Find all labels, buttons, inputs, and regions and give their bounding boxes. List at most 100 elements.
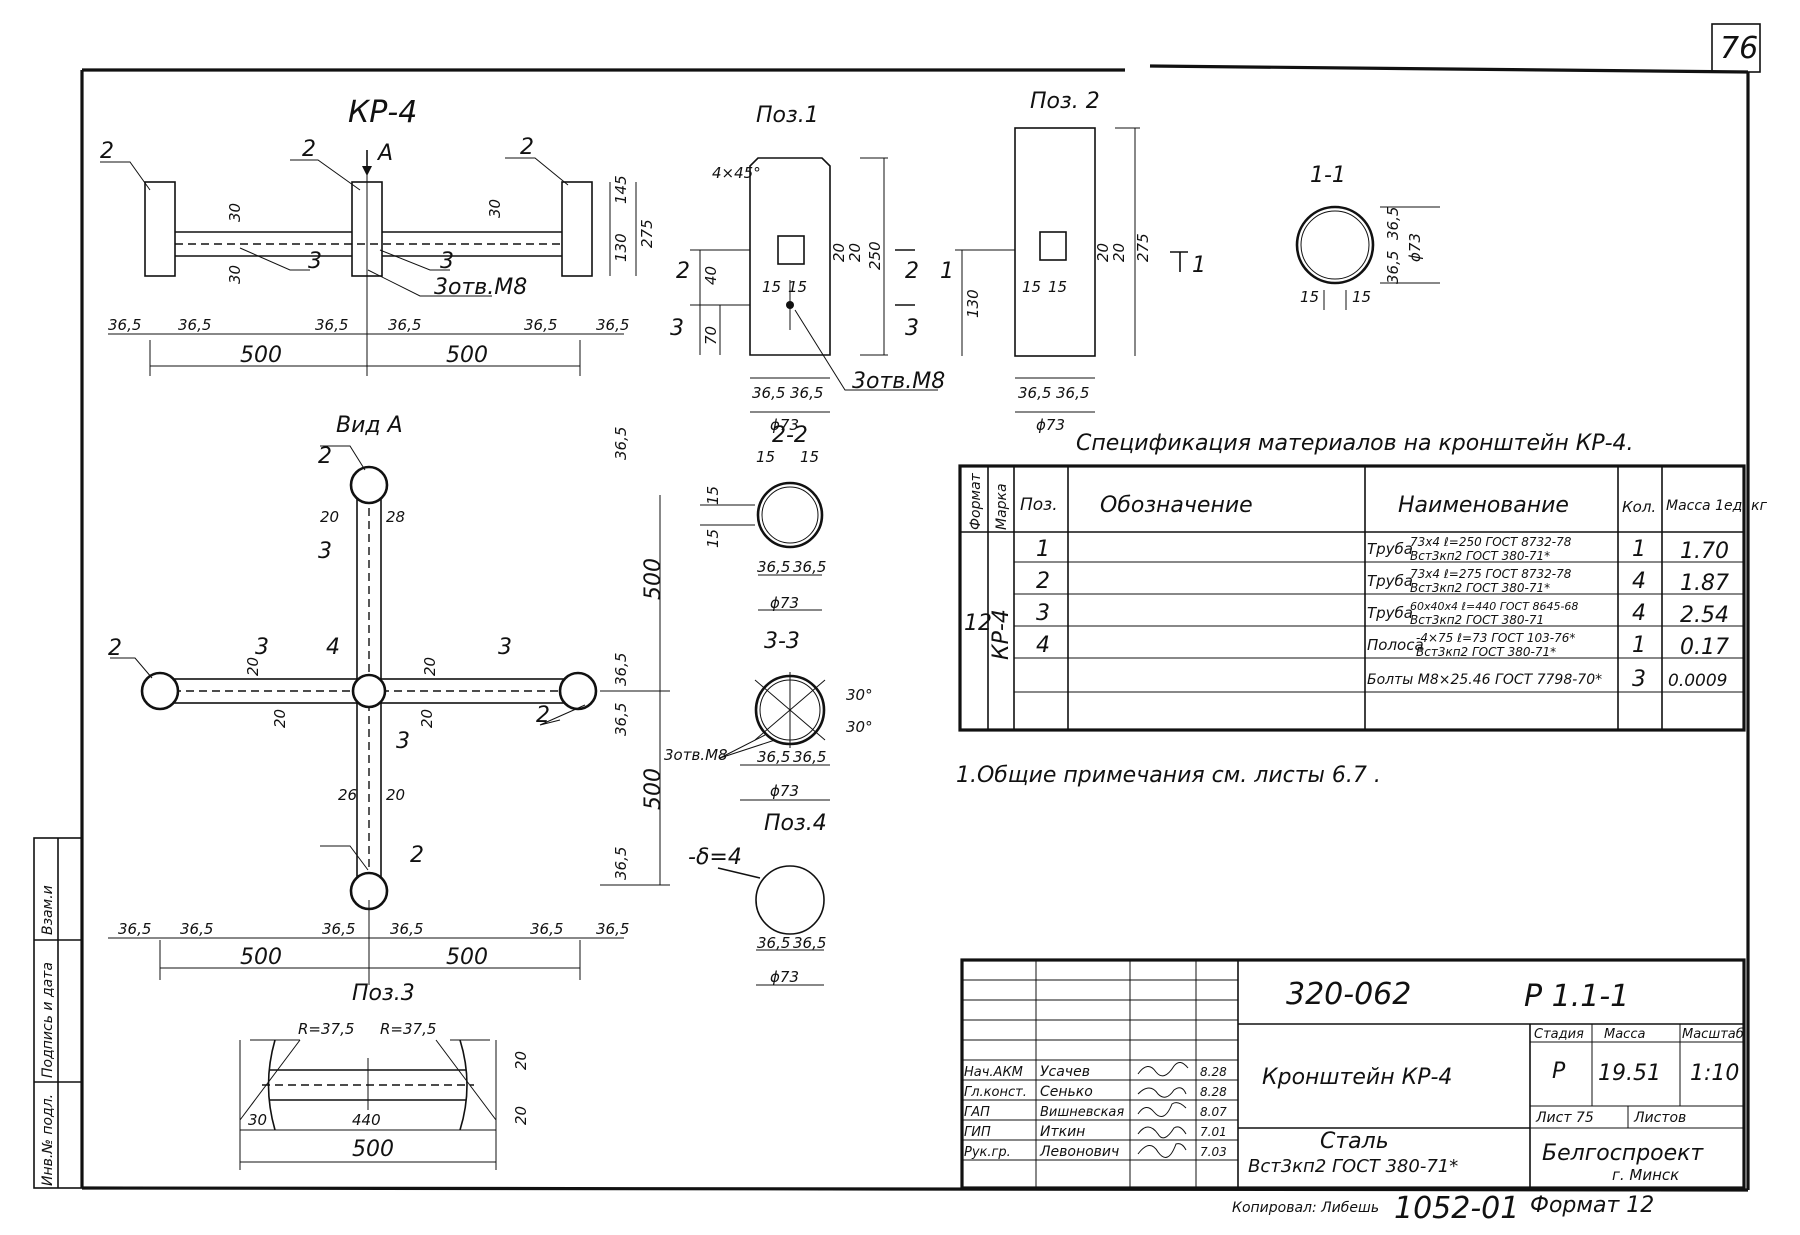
spec-row-mass: 0.0009 [1668, 671, 1727, 691]
pos1-dim-365-a: 36,5 [752, 384, 785, 402]
spec-row-pos: 3 [1036, 601, 1050, 626]
pos4-title: Поз.4 [764, 811, 827, 836]
pos2-dim-20-a: 20 [1094, 243, 1112, 262]
pos3-dim-440: 440 [352, 1111, 381, 1129]
view-a-dim-20-f: 20 [418, 709, 436, 728]
spec-header-pos: Поз. [1020, 495, 1058, 515]
kr4-hole-note: 3отв.М8 [434, 275, 527, 300]
tb-staff-role: Нач.АКМ [964, 1065, 1023, 1080]
kr4-dim-500-a: 500 [240, 343, 282, 368]
view-a-dim-365-b4: 36,5 [390, 920, 423, 938]
kr4-dim-365-c: 36,5 [315, 316, 348, 334]
tb-material-2: Вст3кп2 ГОСТ 380-71* [1248, 1156, 1458, 1177]
kr4-pos-2-mid: 2 [302, 137, 316, 162]
kr4-dim-30-c: 30 [486, 199, 504, 218]
spec-row-name-bottom: Вст3кп2 ГОСТ 380-71* [1416, 645, 1556, 659]
view-a-dim-365-b3: 36,5 [322, 920, 355, 938]
view-a-pos-2-right: 2 [536, 703, 550, 728]
kr4-front-view [100, 150, 637, 376]
tb-staff-row: Гл.конст. Сенько 8.28 [964, 1084, 1227, 1100]
sec33-angle-b: 30° [846, 718, 873, 736]
kr4-dim-30-a: 30 [226, 203, 244, 222]
pos2-phi73: ϕ73 [1036, 416, 1065, 434]
kr4-view-a-marker: А [376, 141, 393, 166]
view-a-dim-365-mid-b: 36,5 [612, 703, 630, 736]
view-a-dim-20-c: 20 [244, 657, 262, 676]
spec-row-name-bottom: Вст3кп2 ГОСТ 380-71* [1410, 549, 1550, 563]
sec33-dim-365-b: 36,5 [793, 748, 826, 766]
spec-row-mass: 0.17 [1680, 635, 1729, 660]
tb-stage-label: Стадия [1534, 1027, 1584, 1042]
spec-row-mass: 1.87 [1680, 571, 1729, 596]
pos2-title: Поз. 2 [1030, 89, 1100, 114]
view-a-dim-365-b1: 36,5 [118, 920, 151, 938]
tb-staff-row: ГАП Вишневская 8.07 [964, 1105, 1227, 1120]
tb-staff-name: Левонович [1039, 1144, 1119, 1160]
kr4-title: КР-4 [348, 95, 417, 130]
tb-staff-role: Рук.гр. [964, 1145, 1011, 1160]
kr4-dim-365-d: 36,5 [388, 316, 421, 334]
tb-material-1: Сталь [1320, 1129, 1389, 1154]
view-a-dim-28: 28 [386, 508, 405, 526]
spec-row: 3 Труба 60х40х4 ℓ=440 ГОСТ 8645-68 Вст3к… [1036, 600, 1729, 628]
spec-mark-value: КР-4 [989, 609, 1014, 660]
sec22-phi73: ϕ73 [770, 594, 799, 612]
side-label-inventory: Инв.№ подл. [40, 1094, 56, 1186]
spec-table [958, 464, 1746, 732]
spec-row: 1 Труба 73х4 ℓ=250 ГОСТ 8732-78 Вст3кп2 … [1036, 535, 1729, 564]
spec-row-qty: 4 [1632, 601, 1646, 626]
spec-row-name-top: Болты М8×25.46 ГОСТ 7798-70* [1367, 672, 1602, 688]
pos2-dim-15-b: 15 [1048, 278, 1067, 296]
sec11-phi73: ϕ73 [1406, 233, 1424, 262]
spec-row-name-prefix: Труба [1367, 572, 1413, 590]
view-a-pos-4: 4 [326, 635, 340, 660]
pos1-sec-2-left: 2 [676, 259, 690, 284]
tb-project: 320-062 [1286, 977, 1411, 1012]
pos1-dim-40: 40 [702, 266, 720, 285]
pos3-title: Поз.3 [352, 981, 415, 1006]
pos1-sec-3-left: 3 [670, 316, 684, 341]
view-a-pos-3-right: 3 [498, 635, 512, 660]
title-block [960, 958, 1746, 1190]
pos1-title: Поз.1 [756, 103, 819, 128]
tb-stage: Р [1552, 1059, 1566, 1084]
pos1-sec-3-right: 3 [905, 316, 919, 341]
pos1-dim-250: 250 [866, 241, 884, 270]
pos1-view [690, 157, 938, 413]
view-a-pos-2-bottom: 2 [410, 843, 424, 868]
sec33-angle-a: 30° [846, 686, 873, 704]
tb-staff-role: Гл.конст. [964, 1085, 1027, 1100]
spec-row-name-bottom: Вст3кп2 ГОСТ 380-71* [1410, 581, 1550, 595]
section-2-2 [700, 481, 824, 611]
pos2-dim-365-b: 36,5 [1056, 384, 1089, 402]
tb-staff-date: 7.03 [1200, 1145, 1227, 1159]
pos2-dim-275: 275 [1134, 233, 1152, 262]
kr4-pos-3-left: 3 [308, 249, 322, 274]
pos3-dim-30: 30 [248, 1111, 267, 1129]
sec22-dim-365-b: 36,5 [793, 558, 826, 576]
pos1-sec-2-right: 2 [905, 259, 919, 284]
pos1-phi73: ϕ73 [770, 416, 799, 434]
sec11-dim-365-a: 36,5 [1384, 207, 1402, 240]
kr4-dim-365-b: 36,5 [178, 316, 211, 334]
kr4-pos-3-right: 3 [440, 249, 454, 274]
spec-row-qty: 3 [1632, 667, 1646, 692]
section-3-3 [719, 672, 830, 801]
spec-row-qty: 1 [1632, 537, 1646, 562]
pos1-dim-365-b: 36,5 [790, 384, 823, 402]
pos2-sec-1-left: 1 [940, 259, 954, 284]
format-label: Формат 12 [1530, 1193, 1654, 1218]
spec-header-mass: Масса 1ед.,кг [1666, 498, 1768, 514]
kr4-dim-275: 275 [638, 219, 656, 248]
spec-row-qty: 1 [1632, 633, 1646, 658]
view-a-dim-365-mid-a: 36,5 [612, 653, 630, 686]
kr4-pos-2-left: 2 [100, 139, 114, 164]
tb-staff-row: Рук.гр. Левонович 7.03 [964, 1144, 1227, 1160]
tb-sheet-label: Лист 75 [1535, 1110, 1594, 1126]
spec-row-name-top: 60х40х4 ℓ=440 ГОСТ 8645-68 [1410, 600, 1578, 613]
sec22-dim-15-c: 15 [704, 486, 722, 505]
pos2-dim-20-b: 20 [1110, 243, 1128, 262]
kr4-pos-2-right: 2 [520, 135, 534, 160]
pos3-dim-20-b: 20 [512, 1106, 530, 1125]
spec-row-pos: 1 [1036, 537, 1050, 562]
